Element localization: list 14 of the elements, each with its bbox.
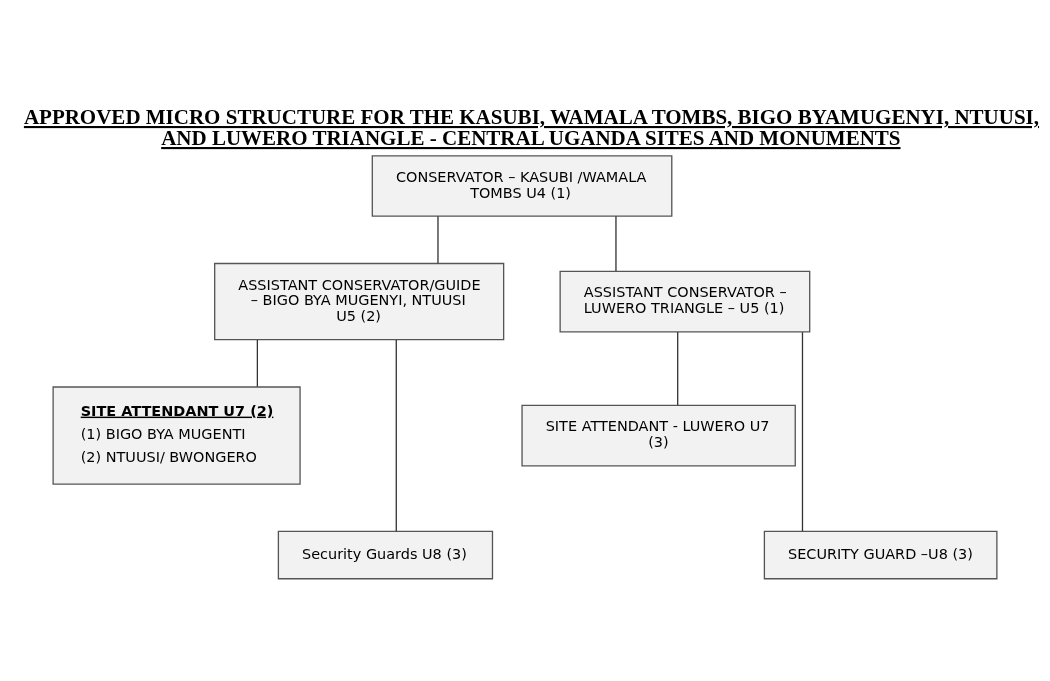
node-box: SITE ATTENDANT - LUWERO U7 (3): [521, 404, 796, 466]
diagram-title: APPROVED MICRO STRUCTURE FOR THE KASUBI, WAMALA TOMBS, BIGO BYAMUGENYI, NTUUSI, AND LUWERO TRIANGLE - CENTRAL UGANDA SITES AND MONUMENTS: [23, 104, 1040, 150]
connector: [437, 215, 439, 264]
connector: [395, 338, 397, 532]
node-box: ASSISTANT CONSERVATOR/GUIDE – BIGO BYA MUGENYI, NTUUSI U5 (2): [214, 262, 505, 340]
node-box: ASSISTANT CONSERVATOR – LUWERO TRIANGLE – U5 (1): [559, 270, 811, 332]
node-box: Security Guards U8 (3): [277, 530, 494, 579]
connector: [801, 331, 804, 532]
connector: [256, 338, 259, 387]
node-box: SECURITY GUARD –U8 (3): [763, 530, 998, 579]
connector: [677, 330, 679, 406]
node-box: SITE ATTENDANT U7 (2) (1) BIGO BYA MUGENTI (2) NTUUSI/ BWONGERO: [52, 385, 301, 485]
connector: [615, 215, 617, 272]
node-box: CONSERVATOR – KASUBI /WAMALA TOMBS U4 (1): [371, 154, 673, 217]
